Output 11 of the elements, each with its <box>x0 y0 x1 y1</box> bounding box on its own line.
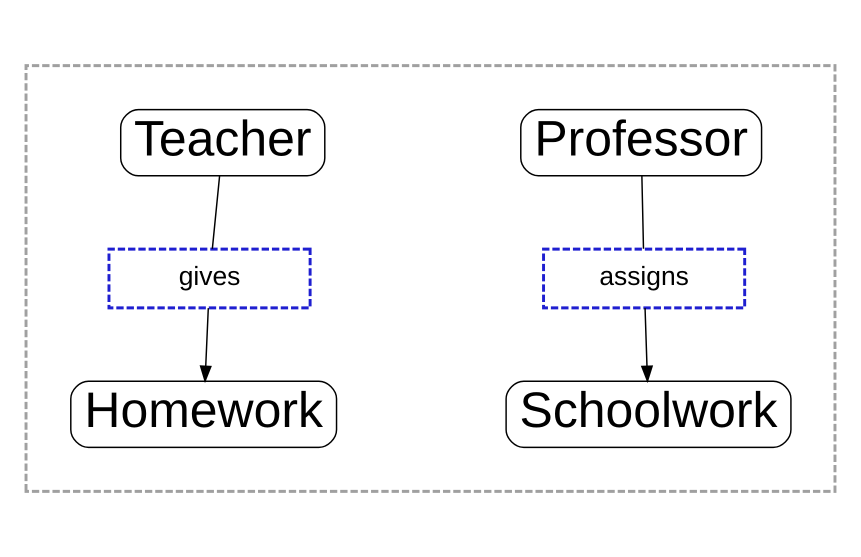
node-box: Homework <box>70 380 338 448</box>
connector <box>212 176 220 249</box>
connector <box>641 176 644 249</box>
node-box: Schoolwork <box>505 380 792 448</box>
node-box: assigns <box>542 248 746 310</box>
node-box: gives <box>108 248 312 310</box>
arrow <box>640 308 654 384</box>
cluster <box>24 64 836 493</box>
node-box: Professor <box>520 108 762 176</box>
node-box: Teacher <box>120 108 326 176</box>
arrow <box>200 308 212 384</box>
